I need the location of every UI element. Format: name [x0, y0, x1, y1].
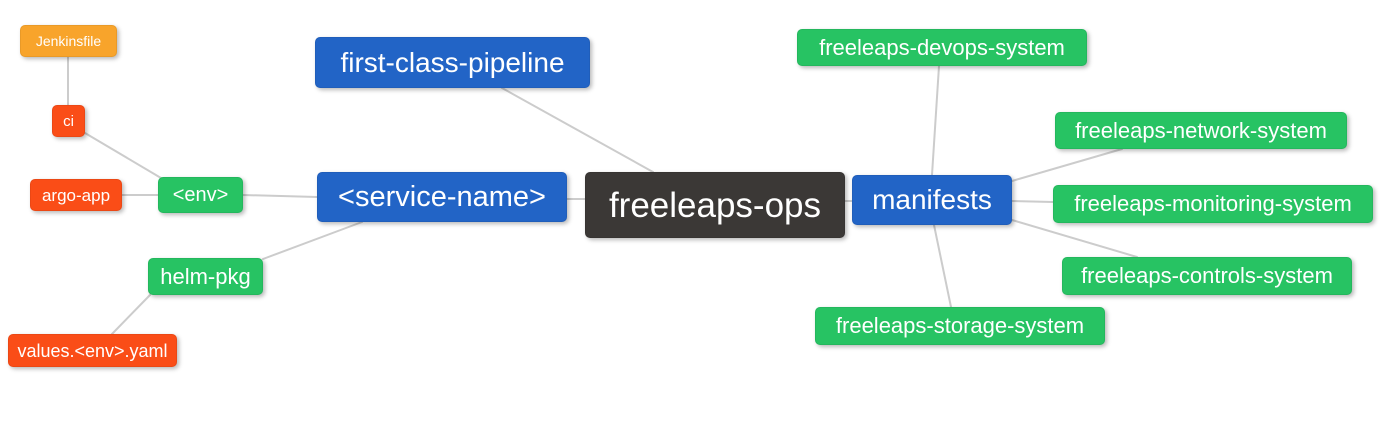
mindmap-node-first-class-pipeline[interactable]: first-class-pipeline	[315, 37, 590, 88]
mindmap-node-freeleaps-storage-system[interactable]: freeleaps-storage-system	[815, 307, 1105, 345]
mindmap-node-env[interactable]: <env>	[158, 177, 243, 213]
mindmap-node-values-env-yaml[interactable]: values.<env>.yaml	[8, 334, 177, 367]
mindmap-node-freeleaps-network-system[interactable]: freeleaps-network-system	[1055, 112, 1347, 149]
mindmap-node-argo-app[interactable]: argo-app	[30, 179, 122, 211]
mindmap-node-freeleaps-monitoring-system[interactable]: freeleaps-monitoring-system	[1053, 185, 1373, 223]
mindmap-node-freeleaps-ops[interactable]: freeleaps-ops	[585, 172, 845, 238]
mindmap-node-helm-pkg[interactable]: helm-pkg	[148, 258, 263, 295]
mindmap-node-freeleaps-devops-system[interactable]: freeleaps-devops-system	[797, 29, 1087, 66]
mindmap-node-freeleaps-controls-system[interactable]: freeleaps-controls-system	[1062, 257, 1352, 295]
mindmap-node-service-name[interactable]: <service-name>	[317, 172, 567, 222]
mindmap-node-ci[interactable]: ci	[52, 105, 85, 137]
mindmap-node-jenkinsfile[interactable]: Jenkinsfile	[20, 25, 117, 57]
mindmap-node-manifests[interactable]: manifests	[852, 175, 1012, 225]
